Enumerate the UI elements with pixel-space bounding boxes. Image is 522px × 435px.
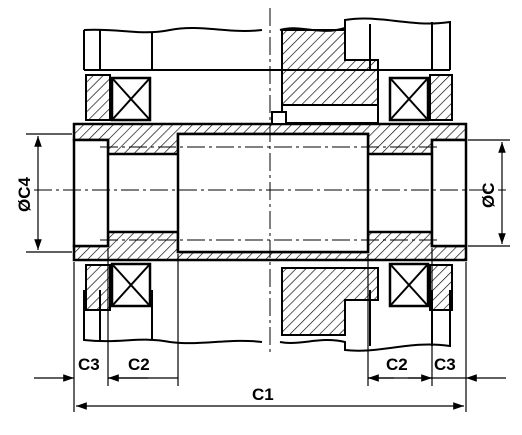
seal-lower-right [429,264,453,311]
c2-right-label: C2 [386,355,408,374]
seal-upper-left [85,74,111,121]
dimension-c1: C1 [76,385,464,410]
c2-left-label: C2 [128,355,150,374]
dimension-c2-left: C2 [108,355,178,379]
dimension-c2-right: C2 [368,355,432,382]
dimension-dia-c: ØC [479,142,506,244]
bearing-lower-right [388,262,430,308]
dia-c-label: ØC [479,183,498,209]
seal-lower-left [85,264,111,311]
housing-upper [83,17,451,71]
dimension-dia-c4: ØC4 [15,136,42,250]
bearing-lower-left [110,262,152,308]
bearing-upper-right [388,76,430,122]
c1-label: C1 [252,385,274,404]
seal-upper-right [429,74,453,121]
dimension-c3-right: C3 [432,355,506,382]
gear-hub-lower [281,267,379,336]
extension-lines [26,133,510,412]
dia-c4-label: ØC4 [15,177,34,213]
c3-left-label: C3 [78,355,100,374]
gear-hub-upper [281,29,379,124]
c3-right-label: C3 [434,355,456,374]
bearing-upper-left [110,76,152,122]
